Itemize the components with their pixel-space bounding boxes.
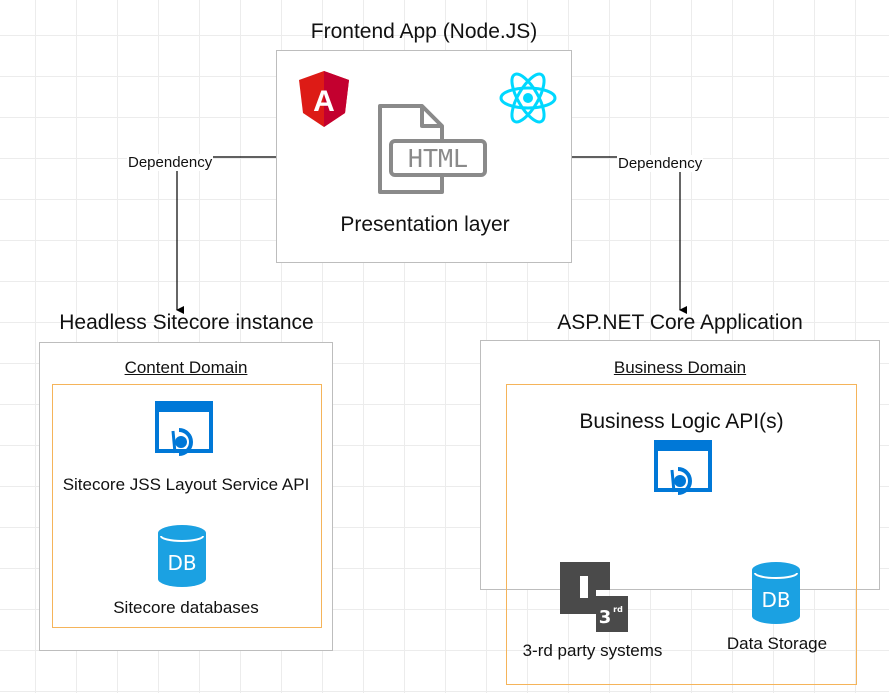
aspnet-title: ASP.NET Core Application xyxy=(557,311,803,334)
html-icon-text: HTML xyxy=(408,144,468,173)
data-storage-db-icon-text: DB xyxy=(761,588,790,612)
react-logo-icon xyxy=(499,72,557,124)
business-logic-api-label: Business Logic API(s) xyxy=(579,410,784,433)
sitecore-databases-label: Sitecore databases xyxy=(113,598,259,617)
html-file-icon: HTML xyxy=(378,104,487,194)
angular-logo-icon: A xyxy=(299,71,349,127)
data-storage-label: Data Storage xyxy=(726,634,828,653)
sitecore-title: Headless Sitecore instance xyxy=(59,311,314,334)
presentation-layer-label: Presentation layer xyxy=(340,213,510,236)
frontend-box: A HTML Presentation layer xyxy=(276,50,572,263)
sitecore-db-icon-text: DB xyxy=(167,551,196,575)
third-party-badge: 3 xyxy=(599,607,612,628)
third-party-badge-sup: rd xyxy=(613,605,623,614)
right-dependency-label: Dependency xyxy=(617,155,704,172)
layout-service-api-label: Sitecore JSS Layout Service API xyxy=(62,475,310,494)
layout-service-api-icon xyxy=(155,401,213,456)
business-domain-title: Business Domain xyxy=(613,358,747,377)
business-domain-box xyxy=(506,384,857,685)
angular-letter: A xyxy=(313,85,335,118)
left-dependency-edge xyxy=(176,156,276,314)
data-storage-db-icon: DB xyxy=(752,562,800,624)
third-party-systems-icon: 3 rd xyxy=(560,562,628,632)
sitecore-db-icon: DB xyxy=(158,525,206,587)
content-domain-box xyxy=(52,384,322,628)
content-domain-title: Content Domain xyxy=(124,358,248,377)
frontend-title: Frontend App (Node.JS) xyxy=(310,20,538,43)
right-dependency-edge xyxy=(572,156,687,314)
left-dependency-label: Dependency xyxy=(127,154,214,171)
sitecore-box xyxy=(39,342,333,651)
business-logic-api-icon xyxy=(654,440,712,495)
third-party-systems-label: 3-rd party systems xyxy=(522,641,663,660)
